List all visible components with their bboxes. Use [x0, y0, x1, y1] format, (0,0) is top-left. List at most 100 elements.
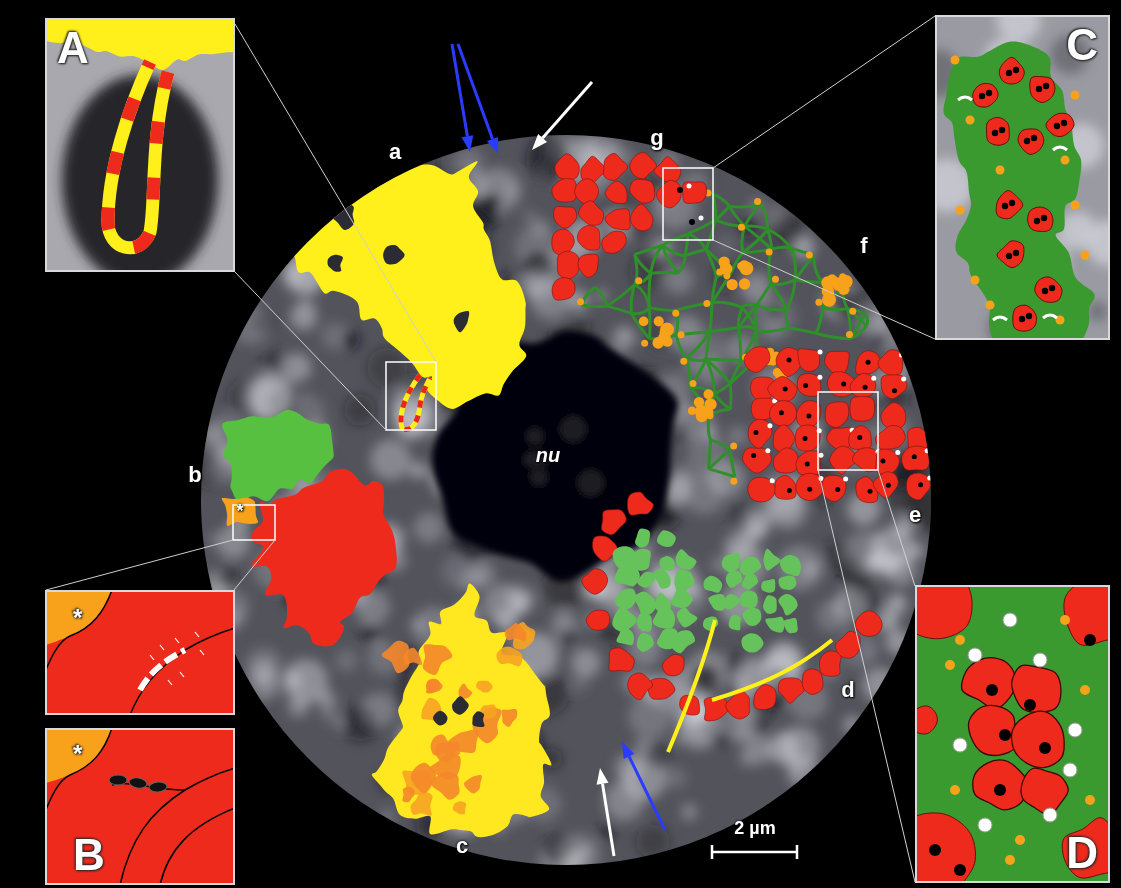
region-e-red — [875, 425, 905, 449]
network-strand — [739, 327, 757, 331]
region-g-red — [578, 201, 603, 226]
orange-dot — [577, 298, 584, 305]
white-dot — [767, 423, 772, 428]
network-strand — [706, 332, 710, 359]
white-dot — [968, 648, 982, 662]
black-dot — [806, 414, 811, 419]
network-strand — [795, 255, 814, 280]
hairpin-red-segment — [108, 62, 168, 248]
orange-dot — [815, 299, 822, 306]
black-dot — [1061, 120, 1067, 126]
region-d-red — [855, 611, 882, 636]
chromatin-spot — [282, 353, 311, 382]
leader-line — [713, 240, 935, 339]
region-d-green — [657, 530, 676, 547]
region-label: nu — [536, 445, 560, 465]
black-dot — [803, 436, 808, 441]
region-d-green — [721, 594, 740, 609]
region-c-orange — [496, 647, 522, 667]
chromatin-spot — [885, 630, 910, 655]
black-dot — [1034, 218, 1040, 224]
leader-line — [878, 470, 915, 586]
white-dot — [953, 738, 967, 752]
orange-dot — [1081, 251, 1090, 260]
black-dot — [1009, 200, 1015, 206]
white-arrow — [543, 82, 592, 138]
network-strand — [823, 308, 847, 310]
network-strand — [786, 310, 788, 328]
region-e-red — [850, 373, 876, 397]
network-strand — [771, 247, 790, 249]
orange-cluster — [654, 316, 664, 326]
blue-arrow — [458, 44, 493, 139]
region-label: b — [188, 464, 201, 486]
network-strand — [635, 254, 651, 273]
network-strand — [757, 305, 787, 310]
white-arrow — [597, 768, 609, 785]
orange-dot — [846, 331, 853, 338]
black-dot — [1024, 138, 1030, 144]
region-c-orange — [426, 679, 443, 693]
glow-tick — [160, 645, 164, 650]
zoom-frame — [818, 392, 878, 470]
chromatin-spot — [344, 394, 375, 425]
region-a-loop-red — [401, 375, 430, 429]
region-e-red — [906, 473, 930, 500]
network-strand — [756, 328, 788, 331]
network-strand — [730, 206, 745, 226]
network-strand — [631, 313, 649, 338]
blue-arrow — [461, 135, 473, 152]
region-e-red — [768, 376, 797, 401]
inset-ground — [45, 728, 235, 885]
network-strand — [754, 305, 758, 330]
nucleus-red — [996, 191, 1023, 219]
nucleolus-spot — [530, 468, 548, 486]
black-dot — [807, 487, 812, 492]
inset-panel: A — [45, 18, 235, 272]
network-strand — [761, 204, 768, 229]
chromatin-spot — [718, 237, 734, 253]
network-strand — [690, 359, 706, 388]
network-strand — [730, 450, 735, 477]
network-strand — [709, 469, 735, 477]
black-dot — [918, 482, 923, 487]
orange-dot — [1085, 795, 1095, 805]
region-a-hole — [454, 311, 470, 332]
black-dot — [863, 385, 868, 390]
black-dot — [1013, 250, 1019, 256]
boundary-line — [45, 590, 112, 672]
pore-black — [149, 781, 168, 793]
white-dot — [895, 450, 900, 455]
nucleus-red — [915, 706, 937, 734]
glow-tick — [195, 632, 199, 637]
region-a-yellow — [287, 161, 526, 409]
black-dot — [1013, 67, 1019, 73]
leader-line — [818, 470, 915, 882]
region-e-red — [744, 347, 770, 373]
region-e-red — [795, 425, 820, 451]
chromatin-spot — [214, 565, 236, 587]
inset-panel: *B — [45, 728, 235, 885]
nucleus-red — [1062, 818, 1110, 878]
nucleus-red — [915, 585, 972, 639]
black-dot — [1054, 123, 1060, 129]
nucleus-red — [1046, 113, 1074, 136]
panel-letter: A — [57, 26, 89, 70]
orange-cluster — [727, 279, 738, 290]
nucleolus-spot — [560, 416, 586, 442]
nucleus-red — [1028, 207, 1053, 231]
region-c-orange — [403, 648, 422, 665]
network-strand — [649, 308, 677, 311]
chromatin-spot — [360, 623, 381, 644]
network-strand — [716, 206, 730, 219]
region-a-hole — [330, 203, 354, 230]
black-dot — [1036, 86, 1042, 92]
chromatin-spot — [764, 319, 783, 338]
region-g-red — [552, 179, 577, 203]
network-strand — [729, 384, 733, 409]
black-dot — [880, 459, 885, 464]
orange-dot — [950, 785, 960, 795]
region-f-network — [577, 190, 868, 485]
orange-cluster — [704, 408, 713, 417]
chromatin-spot — [571, 648, 601, 678]
